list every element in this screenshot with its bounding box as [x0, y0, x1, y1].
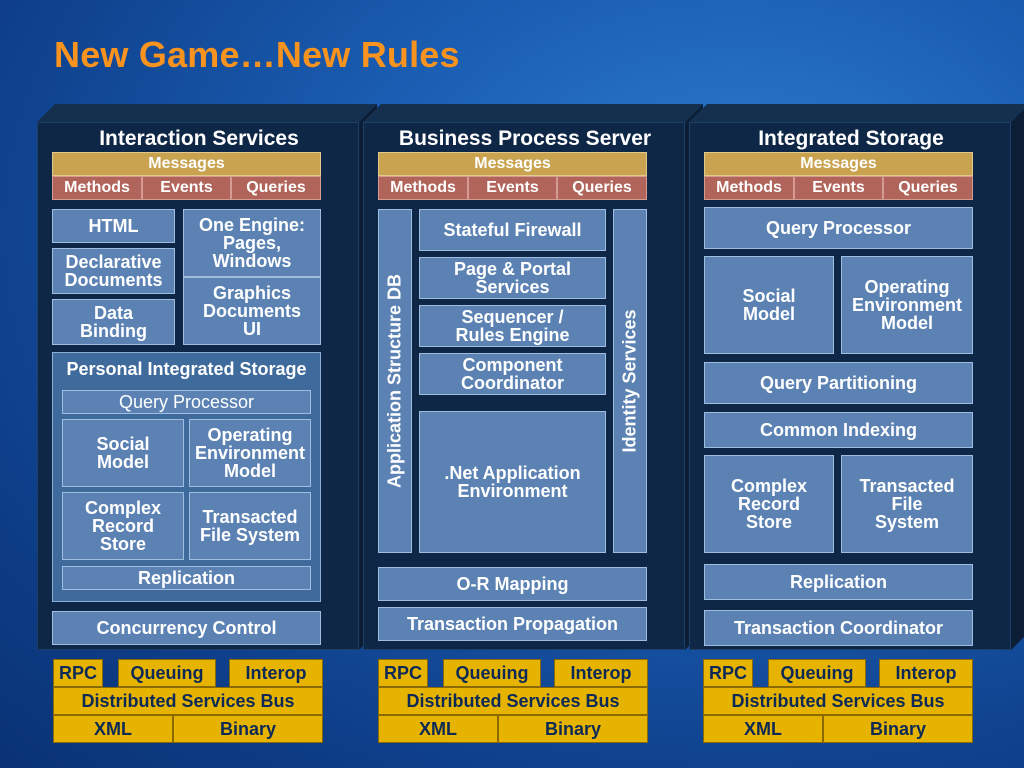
messages-bar: Messages — [704, 152, 973, 176]
replication-box: Replication — [704, 564, 973, 600]
social-model-box: Social Model — [62, 419, 184, 487]
common-indexing-box: Common Indexing — [704, 412, 973, 448]
distributed-services-bus-box: Distributed Services Bus — [703, 687, 973, 715]
queries-cell: Queries — [883, 176, 973, 200]
bus-block-2: RPC Queuing Interop Distributed Services… — [378, 659, 648, 743]
binary-box: Binary — [823, 715, 973, 743]
complex-record-store-box: Complex Record Store — [704, 455, 834, 553]
query-processor-box: Query Processor — [704, 207, 973, 249]
methods-cell: Methods — [52, 176, 142, 200]
bus-block-1: RPC Queuing Interop Distributed Services… — [53, 659, 323, 743]
queuing-box: Queuing — [443, 659, 541, 687]
transacted-file-system-box: Transacted File System — [841, 455, 973, 553]
one-engine-box: One Engine: Pages, Windows — [183, 209, 321, 277]
queuing-box: Queuing — [118, 659, 216, 687]
transacted-file-system-box: Transacted File System — [189, 492, 311, 560]
pillar-front-face: Integrated Storage Messages Methods Even… — [689, 122, 1011, 650]
distributed-services-bus-box: Distributed Services Bus — [53, 687, 323, 715]
xml-box: XML — [53, 715, 173, 743]
interaction-services-title: Interaction Services — [99, 127, 299, 150]
slide-title: New Game…New Rules — [54, 34, 460, 75]
queries-cell: Queries — [557, 176, 647, 200]
integrated-storage-title: Integrated Storage — [758, 127, 944, 150]
xml-box: XML — [703, 715, 823, 743]
concurrency-control-box: Concurrency Control — [52, 611, 321, 645]
operating-environment-model-box: Operating Environment Model — [189, 419, 311, 487]
distributed-services-bus-box: Distributed Services Bus — [378, 687, 648, 715]
pillar-front-face: Interaction Services Messages Methods Ev… — [37, 122, 359, 650]
interop-box: Interop — [229, 659, 323, 687]
methods-cell: Methods — [378, 176, 468, 200]
queries-cell: Queries — [231, 176, 321, 200]
query-partitioning-box: Query Partitioning — [704, 362, 973, 404]
pillar-top-face — [37, 104, 377, 122]
replication-box: Replication — [62, 566, 311, 590]
interaction-services-pillar: Interaction Services Messages Methods Ev… — [37, 104, 377, 650]
page-portal-services-box: Page & Portal Services — [419, 257, 606, 299]
methods-cell: Methods — [704, 176, 794, 200]
integrated-storage-pillar: Integrated Storage Messages Methods Even… — [689, 104, 1024, 650]
transaction-coordinator-box: Transaction Coordinator — [704, 610, 973, 646]
component-coordinator-box: Component Coordinator — [419, 353, 606, 395]
declarative-documents-box: Declarative Documents — [52, 248, 175, 294]
events-cell: Events — [142, 176, 231, 200]
identity-services-box: Identity Services — [613, 209, 647, 553]
net-application-environment-box: .Net Application Environment — [419, 411, 606, 553]
messages-bar: Messages — [378, 152, 647, 176]
application-structure-db-label: Application Structure DB — [384, 273, 405, 489]
graphics-documents-ui-box: Graphics Documents UI — [183, 277, 321, 345]
pillar-side-face — [1011, 104, 1024, 650]
xml-box: XML — [378, 715, 498, 743]
stateful-firewall-box: Stateful Firewall — [419, 209, 606, 251]
binary-box: Binary — [173, 715, 323, 743]
application-structure-db-box: Application Structure DB — [378, 209, 412, 553]
pillar-top-face — [689, 104, 1024, 122]
operating-environment-model-box: Operating Environment Model — [841, 256, 973, 354]
events-cell: Events — [468, 176, 557, 200]
bus-block-3: RPC Queuing Interop Distributed Services… — [703, 659, 973, 743]
transaction-propagation-box: Transaction Propagation — [378, 607, 647, 641]
html-box: HTML — [52, 209, 175, 243]
interop-box: Interop — [879, 659, 973, 687]
rpc-box: RPC — [703, 659, 753, 687]
or-mapping-box: O-R Mapping — [378, 567, 647, 601]
events-cell: Events — [794, 176, 883, 200]
binary-box: Binary — [498, 715, 648, 743]
identity-services-label: Identity Services — [619, 309, 640, 453]
rpc-box: RPC — [53, 659, 103, 687]
business-process-server-pillar: Business Process Server Messages Methods… — [363, 104, 703, 650]
query-processor-box: Query Processor — [62, 390, 311, 414]
pillar-top-face — [363, 104, 703, 122]
complex-record-store-box: Complex Record Store — [62, 492, 184, 560]
rpc-box: RPC — [378, 659, 428, 687]
data-binding-box: Data Binding — [52, 299, 175, 345]
business-process-server-title: Business Process Server — [398, 127, 652, 150]
personal-integrated-storage: Personal Integrated Storage Query Proces… — [52, 352, 321, 602]
messages-bar: Messages — [52, 152, 321, 176]
queuing-box: Queuing — [768, 659, 866, 687]
interop-box: Interop — [554, 659, 648, 687]
sequencer-rules-engine-box: Sequencer / Rules Engine — [419, 305, 606, 347]
pillar-front-face: Business Process Server Messages Methods… — [363, 122, 685, 650]
social-model-box: Social Model — [704, 256, 834, 354]
personal-integrated-storage-title: Personal Integrated Storage — [66, 359, 307, 379]
